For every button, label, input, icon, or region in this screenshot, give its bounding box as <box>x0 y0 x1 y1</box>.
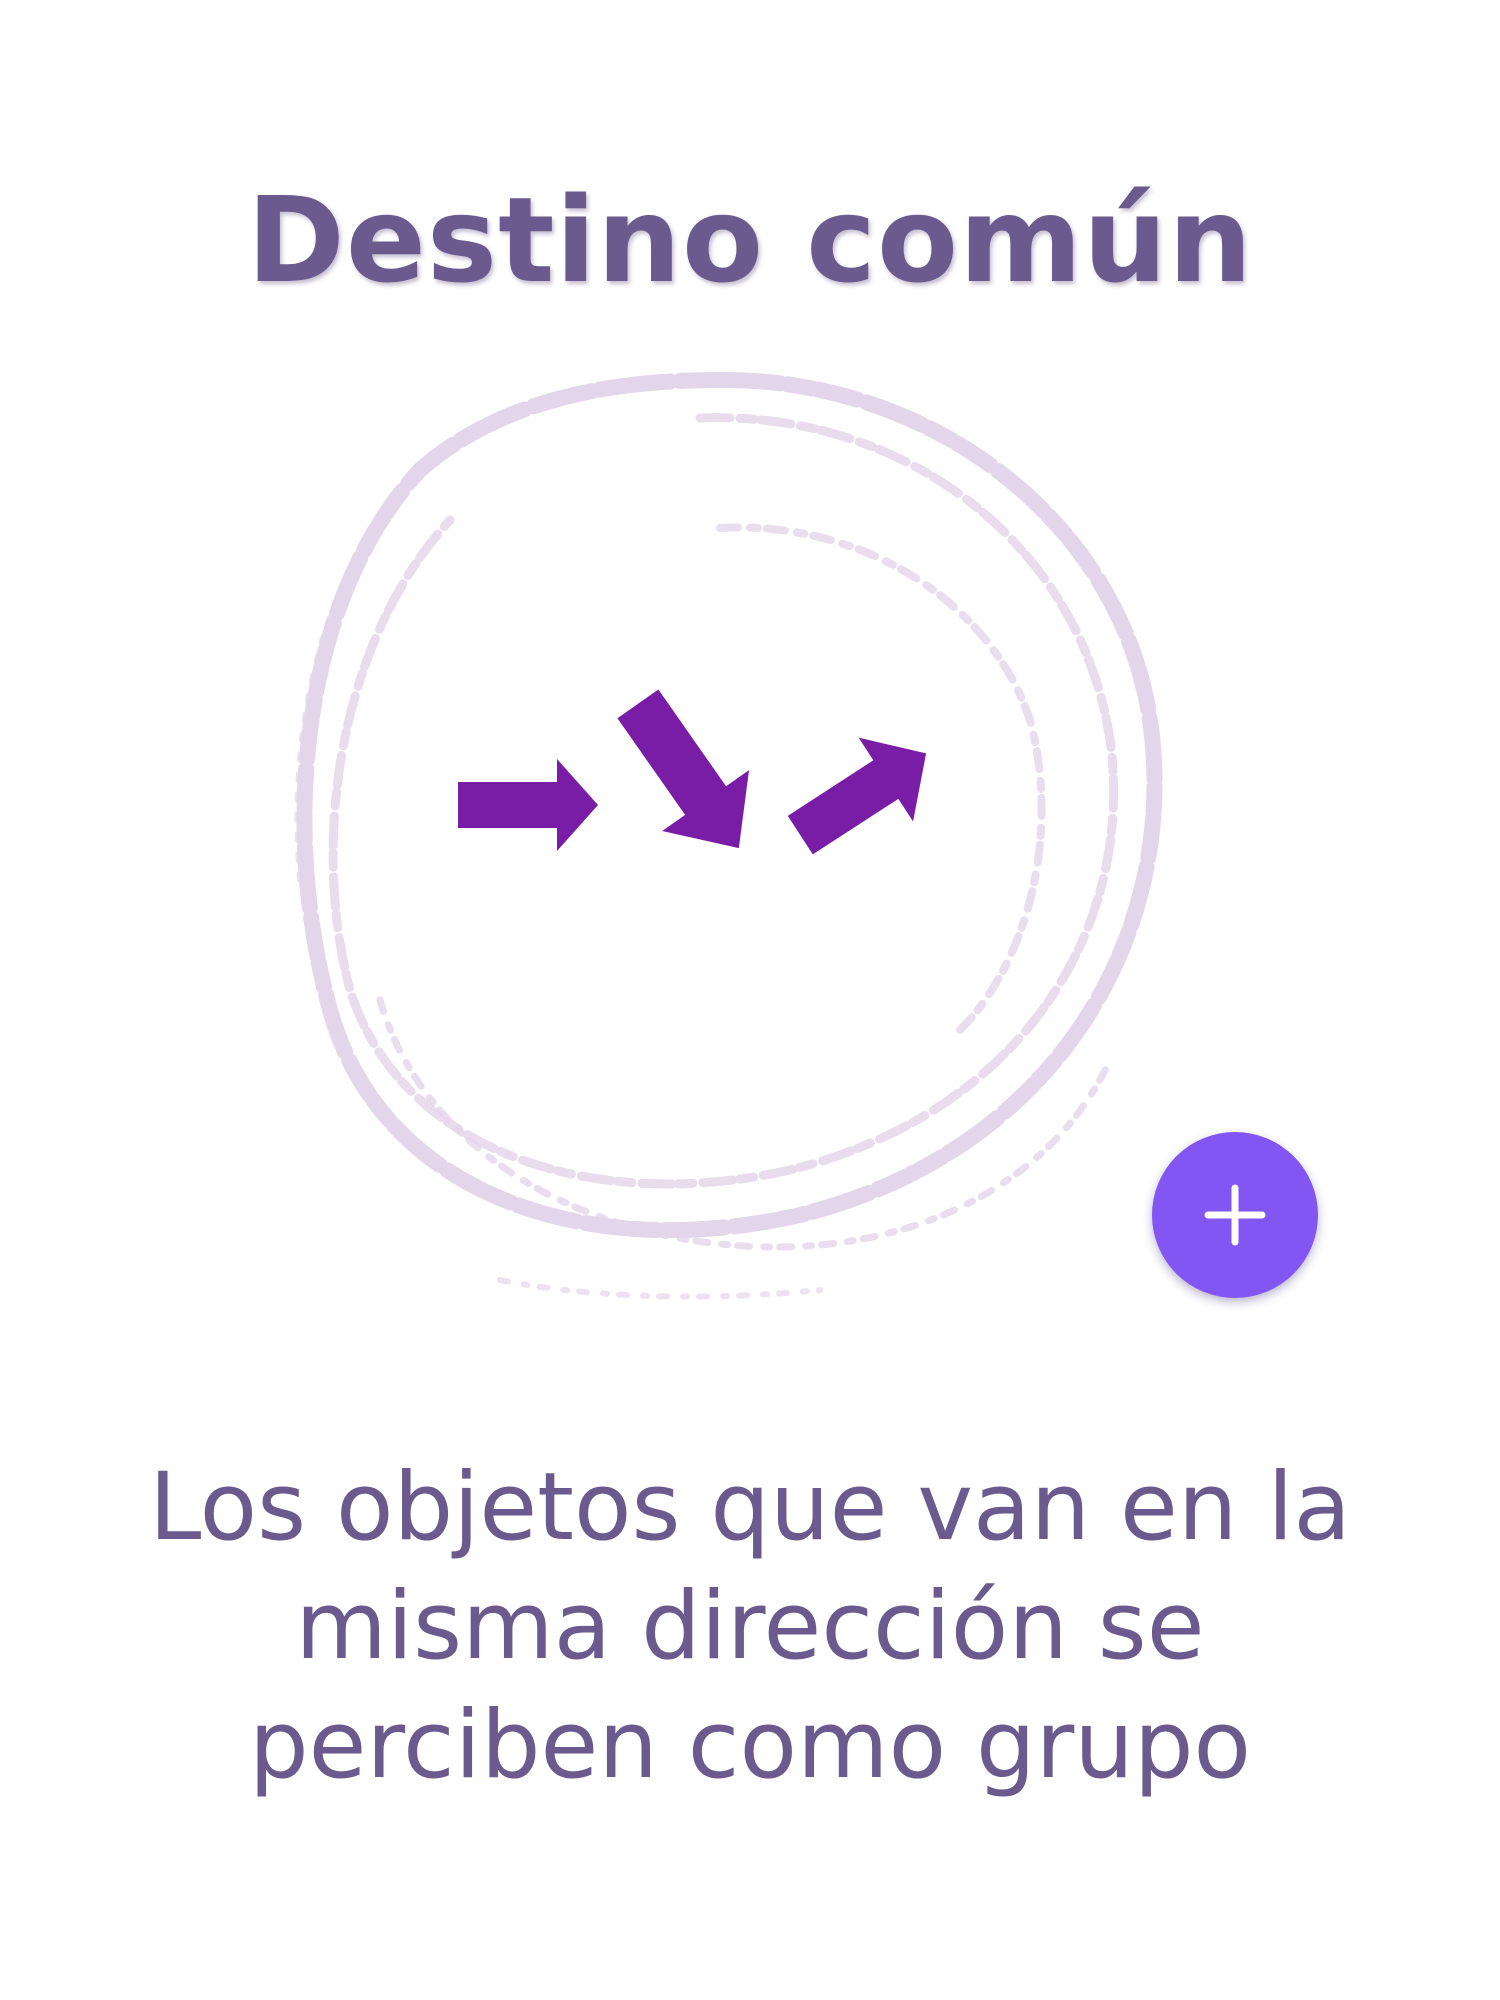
description-line: misma dirección se <box>295 1572 1205 1681</box>
description-line: perciben como grupo <box>248 1691 1252 1800</box>
description-line: Los objetos que van en la <box>148 1453 1352 1562</box>
chalk-circle-icon <box>294 371 1163 1300</box>
page-title: Destino común <box>246 171 1254 309</box>
add-button[interactable] <box>1152 1132 1318 1298</box>
arrow-right-icon <box>458 759 598 851</box>
description: Los objetos que van en la misma direcció… <box>30 1448 1470 1805</box>
plus-icon <box>1204 1184 1266 1246</box>
arrow-down-right-icon <box>617 689 750 849</box>
arrow-up-right-icon <box>787 737 927 855</box>
